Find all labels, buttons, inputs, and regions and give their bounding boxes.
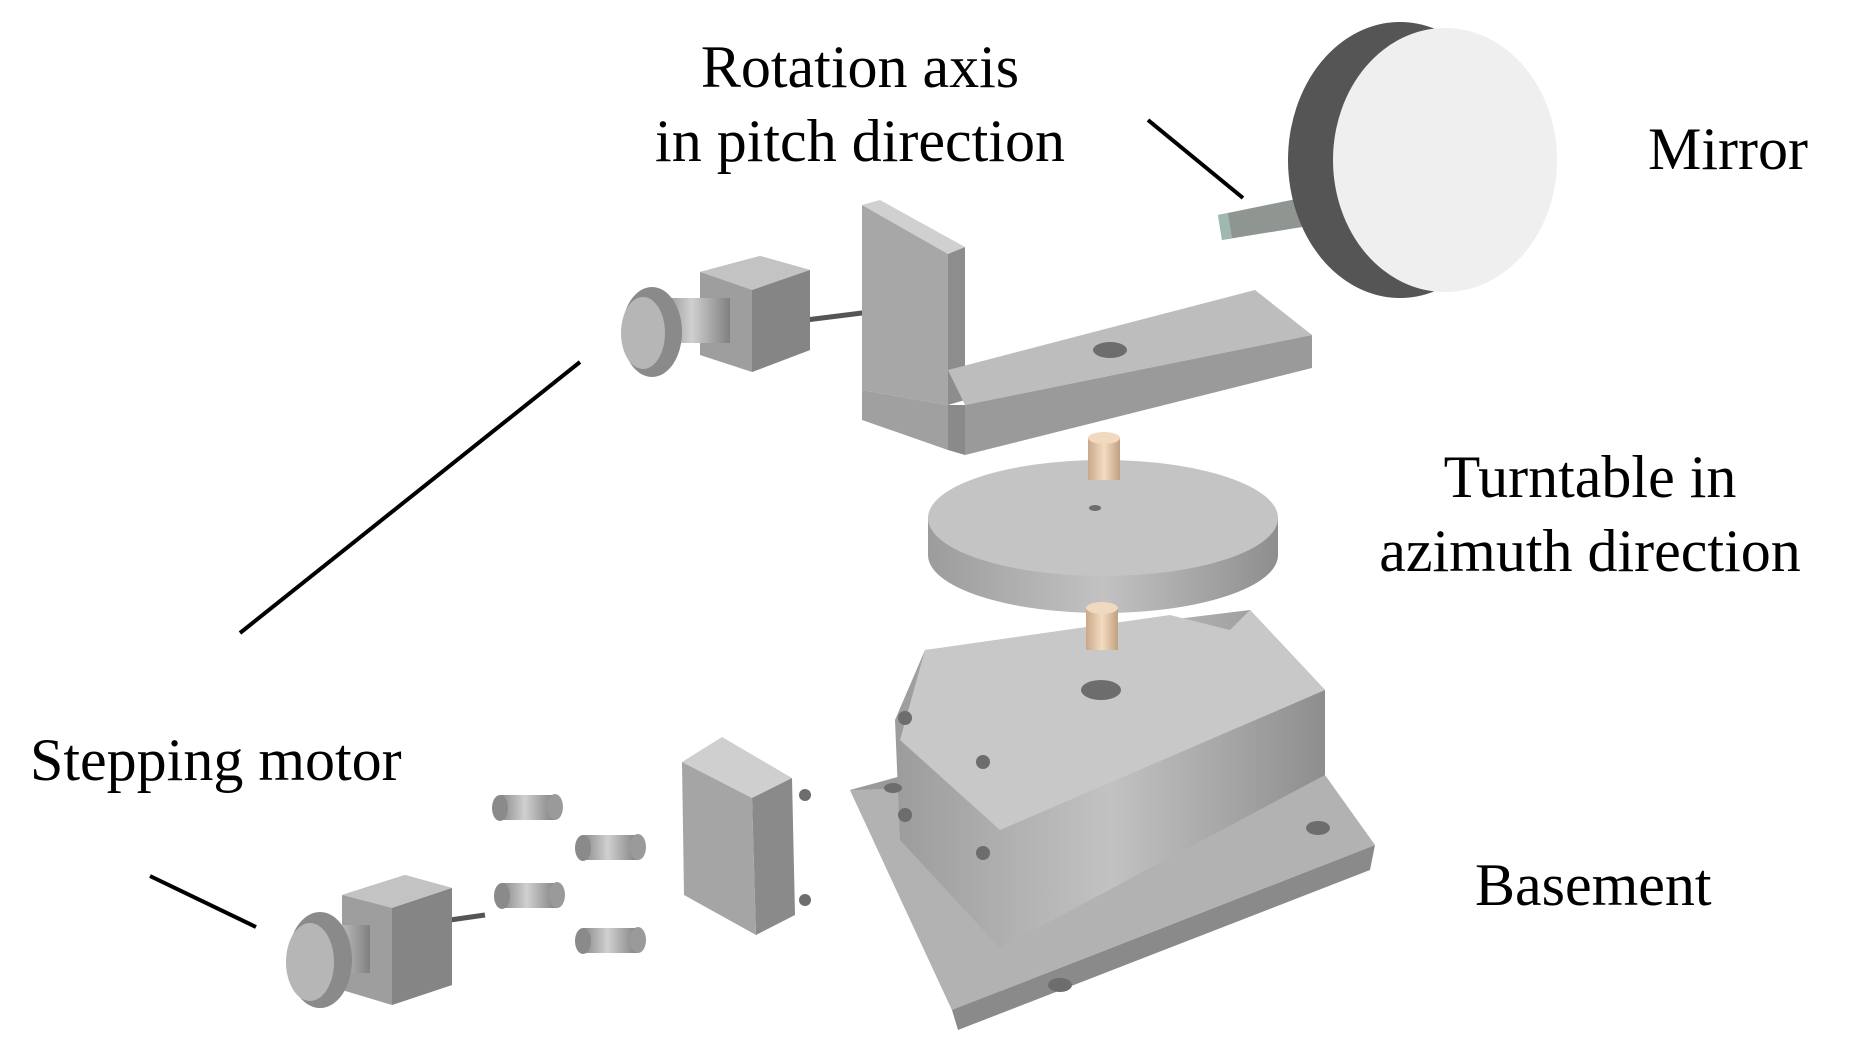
basement <box>850 602 1375 1030</box>
mirror <box>1218 22 1557 298</box>
leader-line-stepping-motor-lower <box>149 874 257 929</box>
screw-4 <box>575 927 646 954</box>
turntable-label-line2: azimuth direction <box>1379 518 1801 584</box>
stepping-motor-lower <box>286 875 486 1008</box>
leader-line-rotation-axis <box>1146 118 1245 200</box>
screw-1 <box>492 794 563 821</box>
rotation-axis-label: Rotation axis in pitch direction <box>610 30 1110 178</box>
stepping-motor-upper <box>621 256 871 377</box>
mirror-label: Mirror <box>1648 116 1808 182</box>
leader-line-stepping-motor-upper <box>238 360 582 635</box>
basement-label: Basement <box>1475 852 1712 918</box>
turntable-label-line1: Turntable in <box>1443 444 1737 510</box>
rotation-axis-label-line2: in pitch direction <box>655 108 1065 174</box>
screws <box>492 794 646 954</box>
screw-3 <box>494 882 565 909</box>
motor-mount <box>682 737 811 935</box>
screw-2 <box>575 834 646 861</box>
turntable-label: Turntable in azimuth direction <box>1350 440 1830 588</box>
rotation-axis-label-line1: Rotation axis <box>700 34 1020 100</box>
stepping-motor-label: Stepping motor <box>30 727 402 793</box>
turntable <box>928 432 1278 613</box>
pitch-bracket <box>862 200 1312 455</box>
